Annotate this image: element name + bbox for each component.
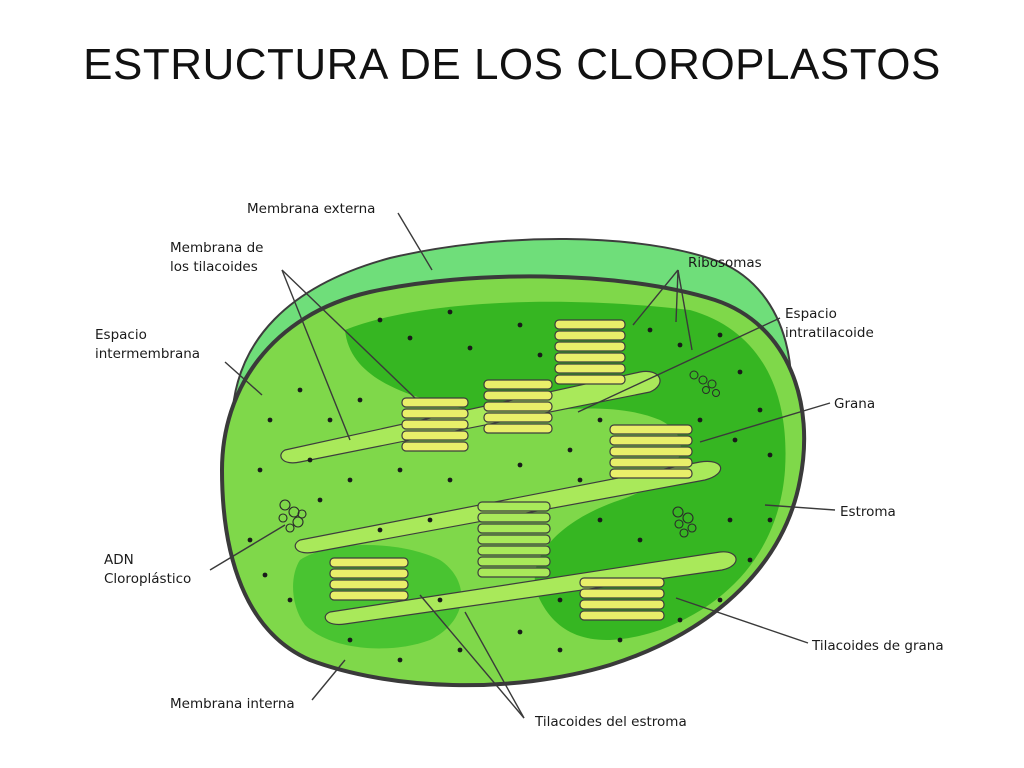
label-grana: Grana (834, 396, 875, 412)
granum (477, 501, 551, 578)
label-ribosomas: Ribosomas (688, 255, 762, 271)
label-membrana-interna: Membrana interna (170, 696, 295, 712)
dna-cluster (689, 370, 720, 397)
dna-cluster (278, 499, 307, 533)
granum (579, 577, 665, 621)
label-membrana-externa: Membrana externa (247, 201, 375, 217)
slide-title: ESTRUCTURA DE LOS CLOROPLASTOS (83, 40, 941, 89)
stroma-thylakoid (280, 370, 661, 464)
leader-lines (209, 212, 836, 719)
label-adn: ADN Cloroplástico (104, 552, 191, 587)
stroma-dark-region (345, 301, 786, 640)
label-tilacoides-grana: Tilacoides de grana (811, 638, 944, 654)
label-estroma: Estroma (840, 504, 896, 520)
stroma-thylakoid (324, 551, 737, 626)
granum (609, 424, 693, 479)
granum (554, 319, 626, 385)
granum (401, 397, 469, 452)
label-espacio-intermembrana: Espacio intermembrana (95, 327, 200, 362)
ribosomes (247, 309, 773, 663)
granum (483, 379, 553, 434)
granum (329, 557, 409, 601)
label-membrana-tilacoides: Membrana de los tilacoides (170, 240, 268, 275)
label-espacio-intratilacoide: Espacio intratilacoide (785, 306, 874, 341)
dna-cluster (672, 506, 697, 538)
label-tilacoides-estroma: Tilacoides del estroma (534, 714, 687, 730)
